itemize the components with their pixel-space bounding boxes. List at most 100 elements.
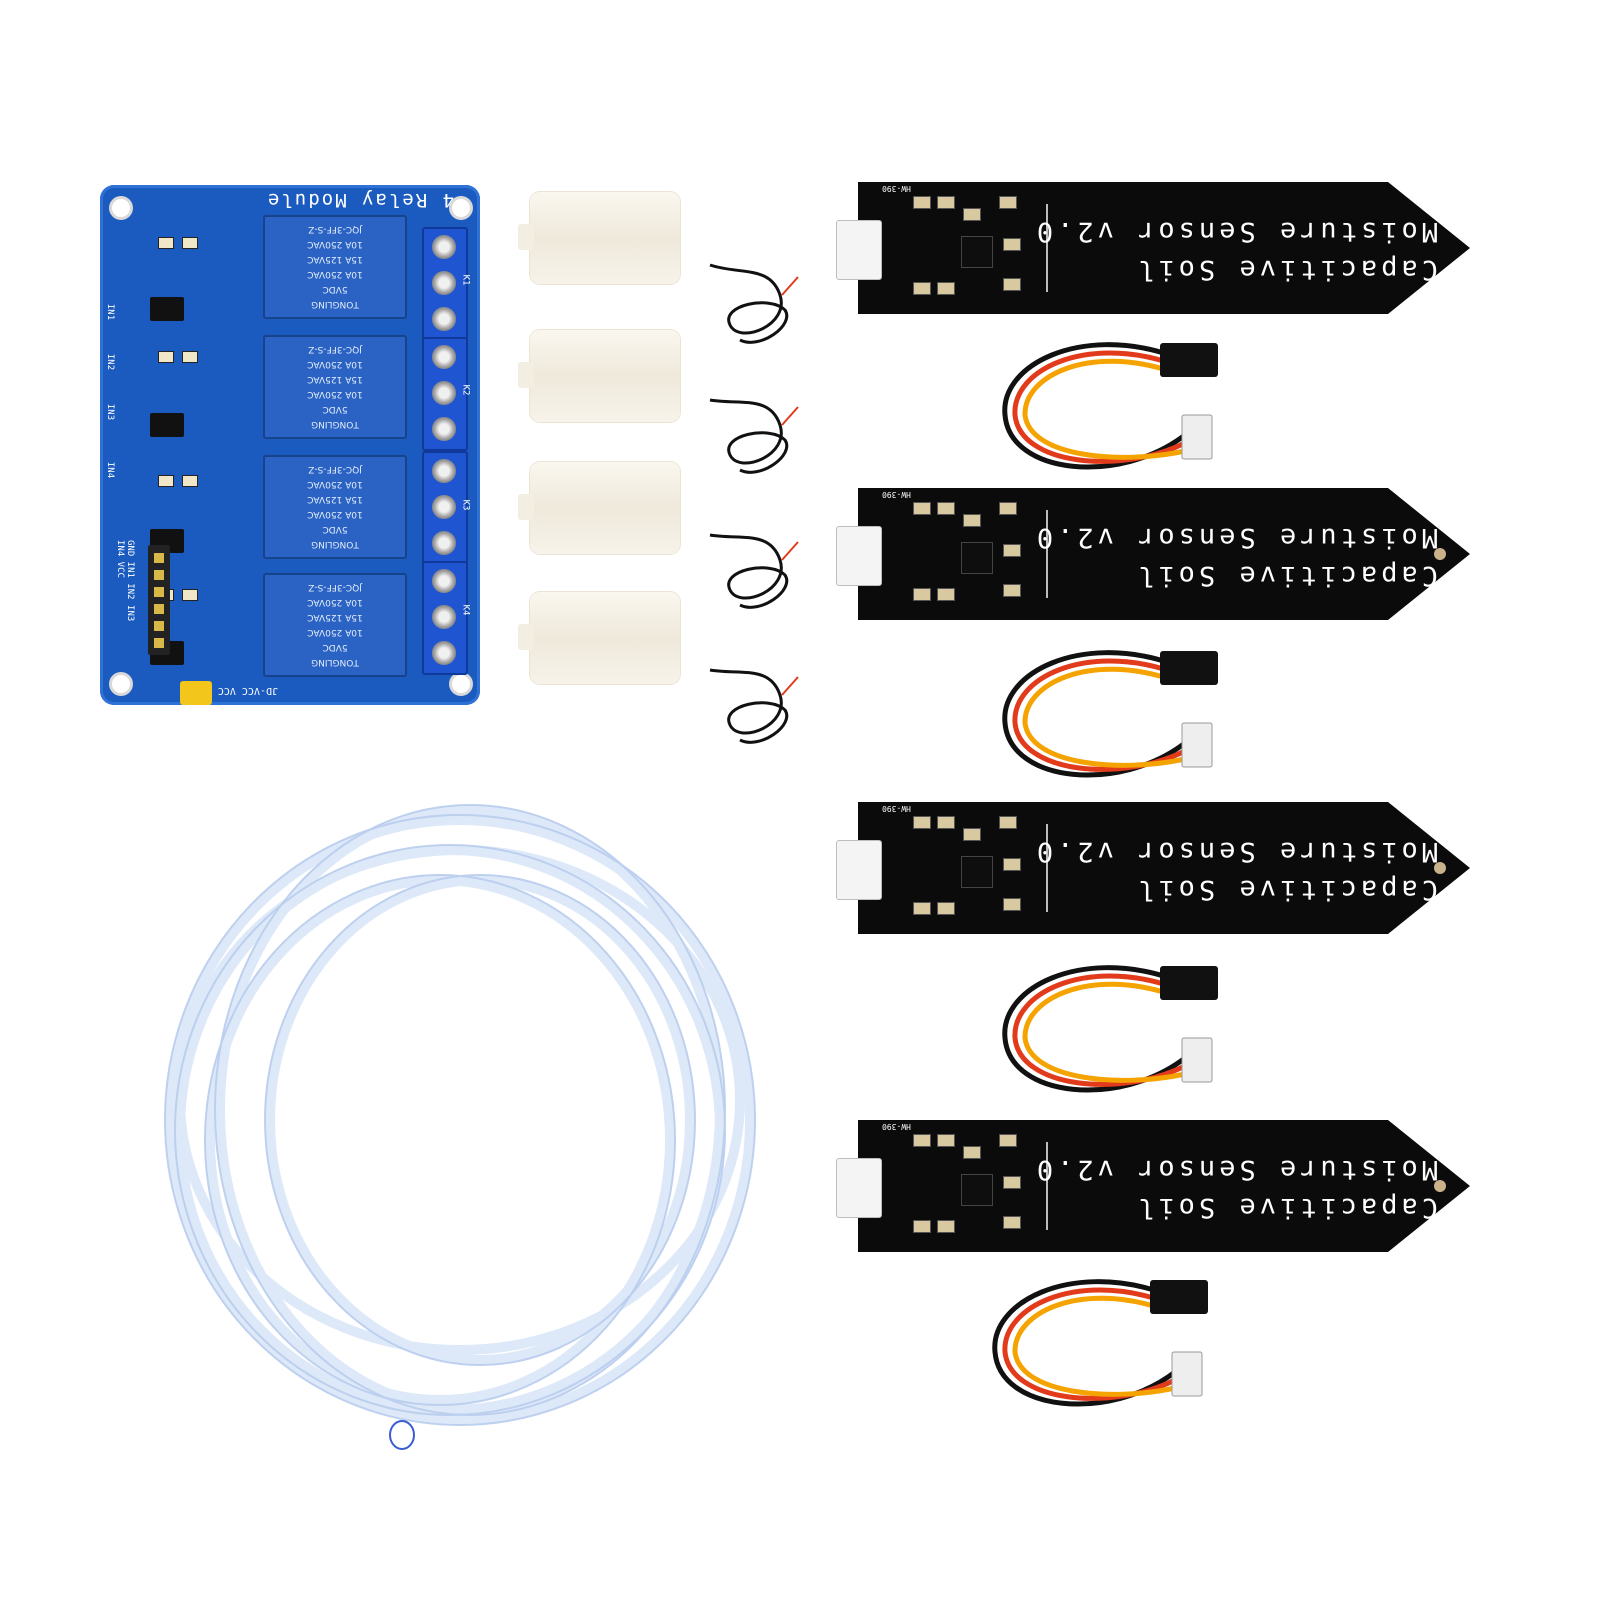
- jumper-cable: [1002, 965, 1218, 1093]
- channel-label: K3: [460, 499, 471, 511]
- terminal-block: [422, 337, 468, 451]
- pin: [154, 604, 164, 614]
- smd-component: [158, 351, 174, 363]
- mount-hole: [112, 199, 130, 217]
- sensor-divider: [1046, 204, 1048, 292]
- sensor-ic: [961, 856, 993, 888]
- pump-body: [518, 330, 680, 422]
- channel-label: K4: [460, 604, 471, 616]
- soil-sensor: Moisture Sensor v2.0 Capacitive Soil HW-…: [836, 800, 1478, 940]
- sensor-label-2: Capacitive Soil: [1134, 1192, 1438, 1223]
- jumper-cable: [992, 1279, 1208, 1407]
- screw: [432, 605, 456, 629]
- jumper-cable: [1002, 342, 1218, 470]
- pump-body: [518, 462, 680, 554]
- screw: [432, 307, 456, 331]
- screw: [432, 345, 456, 369]
- silicone-tubing: [164, 804, 756, 1450]
- wire-coil: [709, 668, 789, 744]
- sensor-label-2: Capacitive Soil: [1134, 560, 1438, 591]
- sensor-label-1: Moisture Sensor v2.0: [1032, 1154, 1438, 1185]
- relay-spec: TONGLING 5VDC 10A 250VAC 15A 125VAC 10A …: [307, 344, 363, 429]
- screw: [432, 381, 456, 405]
- jumper-cable: [1002, 650, 1218, 778]
- channel-label: K1: [460, 274, 471, 286]
- screw: [432, 641, 456, 665]
- screw: [432, 459, 456, 483]
- mount-hole: [452, 199, 470, 217]
- terminal-block: [422, 227, 468, 341]
- optocoupler: [150, 413, 184, 437]
- terminal-block: [422, 451, 468, 565]
- sensor-label-1: Moisture Sensor v2.0: [1032, 216, 1438, 247]
- pump-nozzle: [518, 224, 534, 250]
- sensor-ic: [961, 542, 993, 574]
- sensor-model: HW-390: [882, 184, 911, 193]
- sensor-components: [903, 1126, 1023, 1241]
- sensor-connector: [836, 1158, 882, 1218]
- wire-coil: [709, 263, 789, 344]
- sensor-model: HW-390: [882, 1122, 911, 1131]
- soil-sensor: Moisture Sensor v2.0 Capacitive Soil HW-…: [836, 1118, 1478, 1258]
- pin-header: [148, 545, 170, 655]
- input-label: IN3: [105, 403, 116, 421]
- soil-sensor: Moisture Sensor v2.0 Capacitive Soil HW-…: [836, 486, 1478, 626]
- smd-component: [182, 237, 198, 249]
- sensor-components: [903, 494, 1023, 609]
- jst-connector: [1181, 1037, 1213, 1083]
- screw: [432, 495, 456, 519]
- smd-component: [182, 351, 198, 363]
- pump-wires: [709, 263, 799, 744]
- pump-nozzle: [518, 362, 534, 388]
- sensor-components: [903, 188, 1023, 303]
- sensor-divider: [1046, 1142, 1048, 1230]
- input-label: IN2: [105, 353, 116, 371]
- smd-component: [158, 237, 174, 249]
- sensor-ic: [961, 1174, 993, 1206]
- input-label: IN1: [105, 303, 116, 321]
- pin-header-label: GND IN1 IN2 IN3 IN4 VCC: [115, 540, 135, 622]
- relay-module: 4 Relay Module TONGLING 5VDC 10A 250VAC …: [100, 185, 480, 705]
- jst-connector: [1181, 414, 1213, 460]
- channel-label: K2: [460, 384, 471, 396]
- pump-nozzle: [518, 494, 534, 520]
- pump-body: [518, 192, 680, 284]
- dupont-connector: [1150, 1280, 1208, 1314]
- smd-component: [158, 475, 174, 487]
- relay-k3: TONGLING 5VDC 10A 250VAC 15A 125VAC 10A …: [263, 455, 407, 559]
- screw: [432, 235, 456, 259]
- sensor-label-1: Moisture Sensor v2.0: [1032, 522, 1438, 553]
- pin: [154, 621, 164, 631]
- jst-connector: [1171, 1351, 1203, 1397]
- sensor-divider: [1046, 824, 1048, 912]
- screw: [432, 417, 456, 441]
- sensor-connector: [836, 840, 882, 900]
- relay-k4: TONGLING 5VDC 10A 250VAC 15A 125VAC 10A …: [263, 573, 407, 677]
- screw: [432, 271, 456, 295]
- dupont-connector: [1160, 651, 1218, 685]
- screw: [432, 531, 456, 555]
- pin: [154, 570, 164, 580]
- jumper-label: JD-VCC VCC: [217, 685, 278, 696]
- mount-hole: [112, 675, 130, 693]
- sensor-connector: [836, 526, 882, 586]
- sensor-model: HW-390: [882, 490, 911, 499]
- relay-spec: TONGLING 5VDC 10A 250VAC 15A 125VAC 10A …: [307, 464, 363, 549]
- relay-k2: TONGLING 5VDC 10A 250VAC 15A 125VAC 10A …: [263, 335, 407, 439]
- mount-hole: [452, 675, 470, 693]
- screw: [432, 569, 456, 593]
- sensor-label-1: Moisture Sensor v2.0: [1032, 836, 1438, 867]
- pump-body: [518, 592, 680, 684]
- sensor-divider: [1046, 510, 1048, 598]
- optocoupler: [150, 297, 184, 321]
- relay-title: 4 Relay Module: [265, 189, 455, 211]
- relay-spec: TONGLING 5VDC 10A 250VAC 15A 125VAC 10A …: [307, 224, 363, 309]
- sensor-label-2: Capacitive Soil: [1134, 254, 1438, 285]
- smd-component: [182, 475, 198, 487]
- wire-coil: [709, 398, 789, 474]
- sensor-ic: [961, 236, 993, 268]
- dupont-connector: [1160, 966, 1218, 1000]
- soil-sensor: Moisture Sensor v2.0 Capacitive Soil HW-…: [836, 180, 1478, 320]
- pin: [154, 638, 164, 648]
- sensor-model: HW-390: [882, 804, 911, 813]
